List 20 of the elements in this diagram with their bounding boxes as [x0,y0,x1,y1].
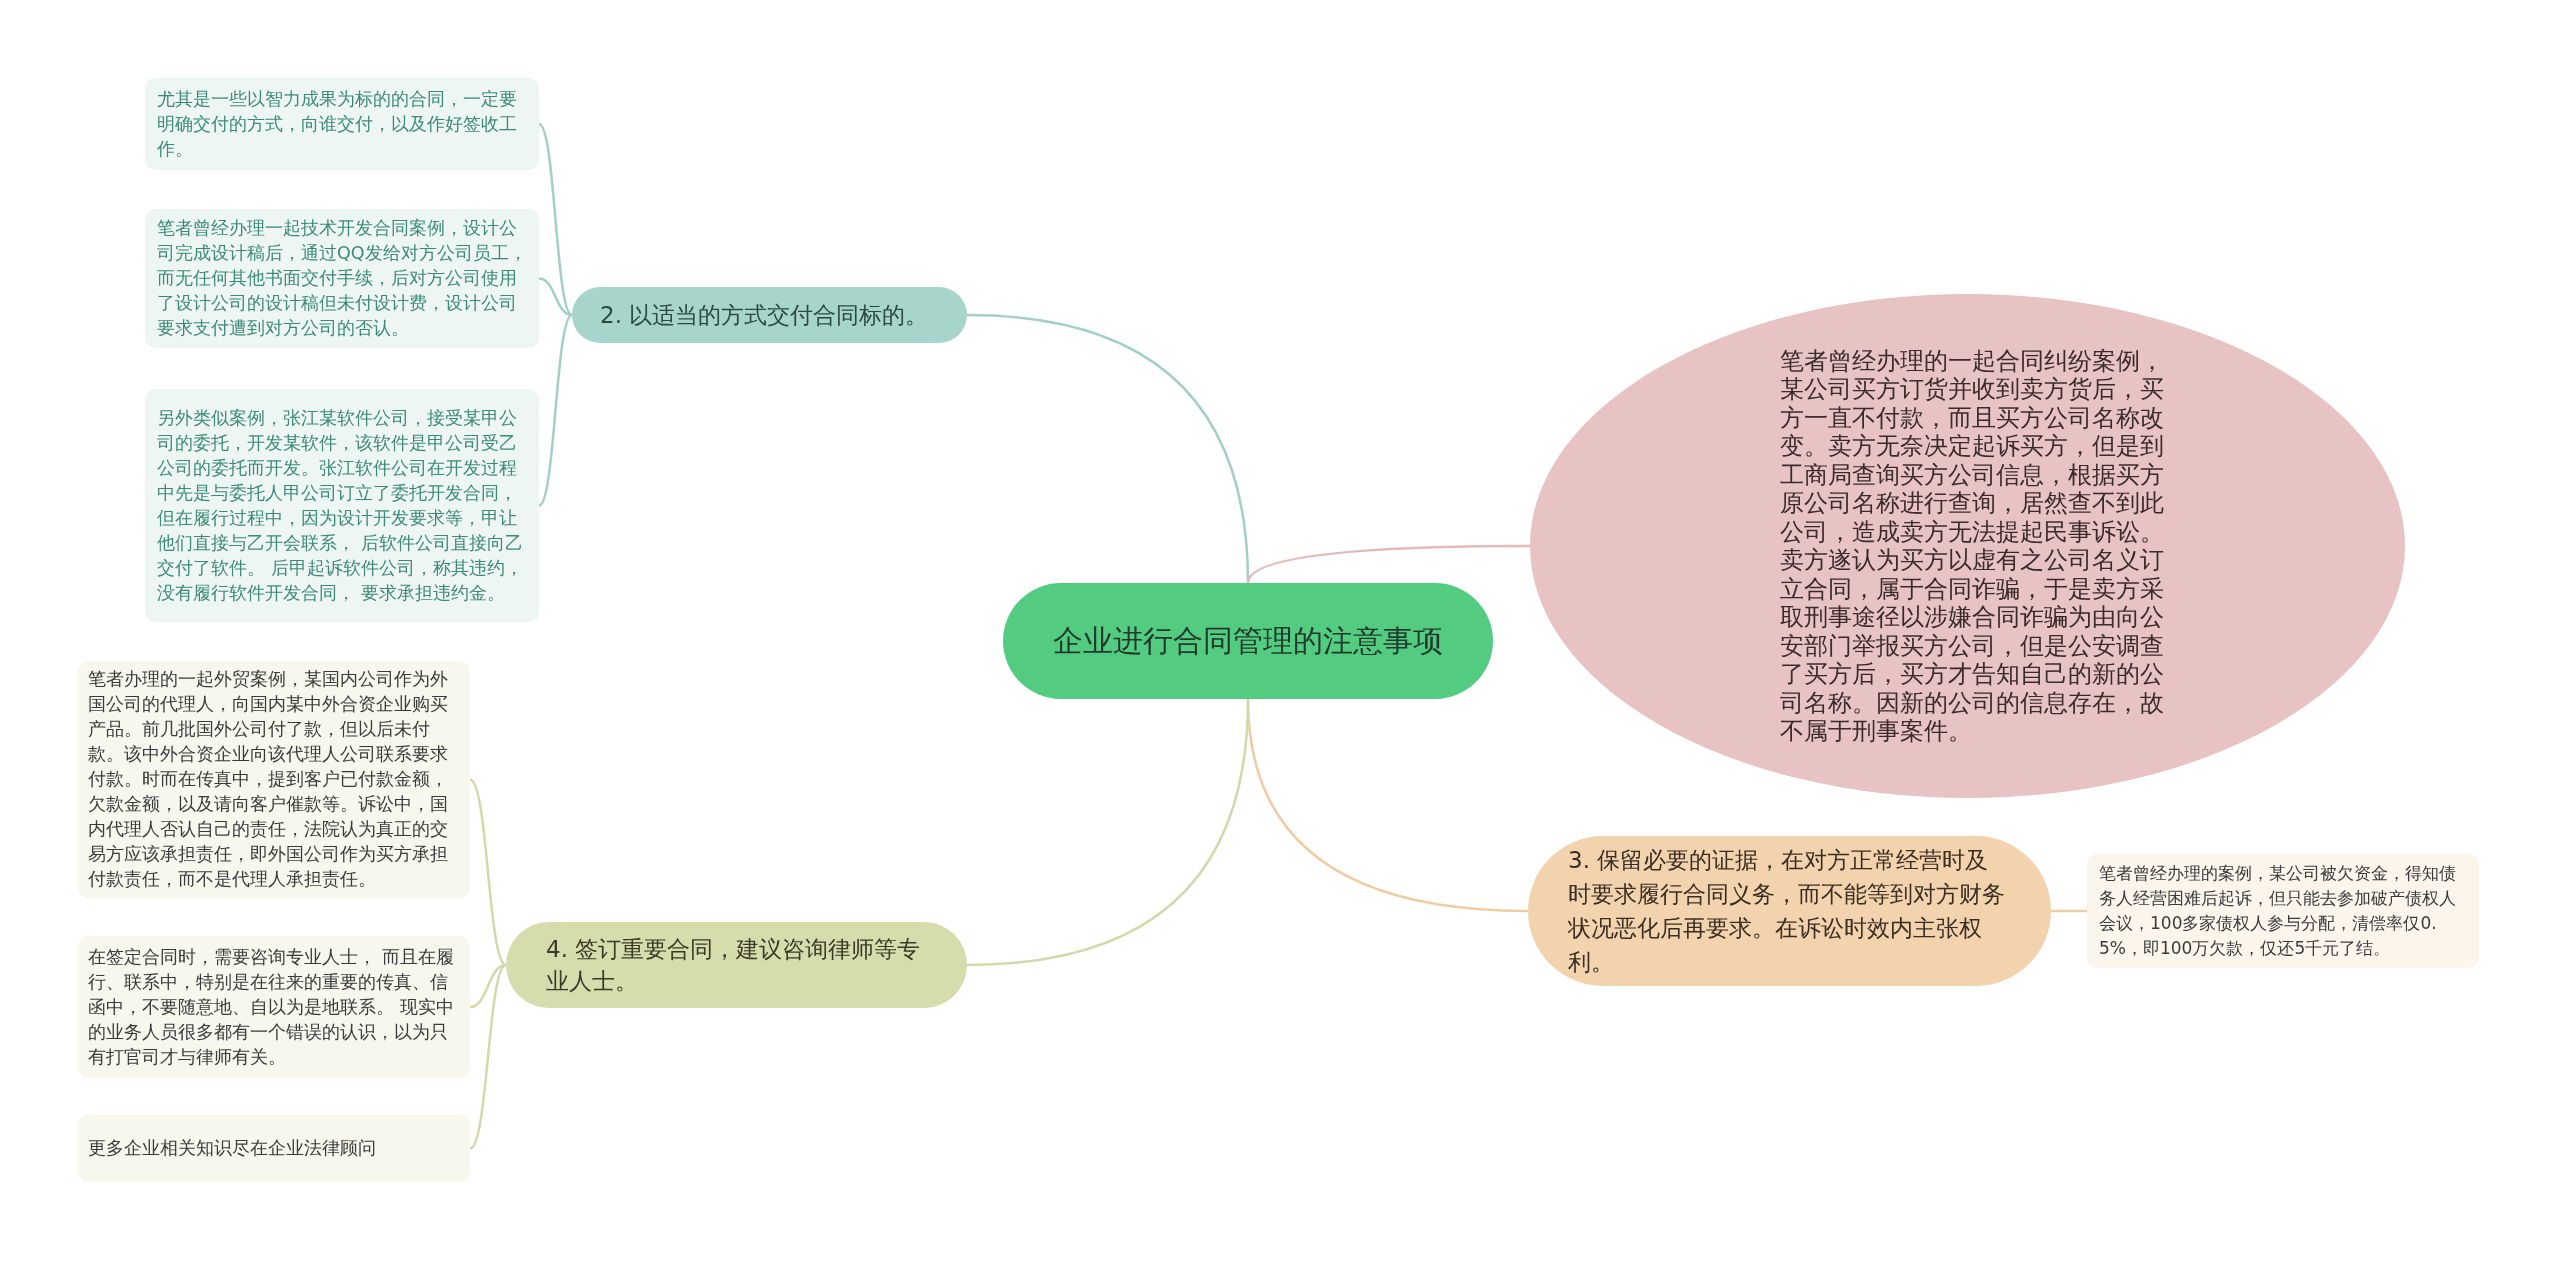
leaf-note: 在签定合同时，需要咨询专业人士， 而且在履行、联系中，特别是在往来的重要的传真、信函中，不要随意地、自以为是地联系。 现实中的业务人员很多都有一个错误的认识，以为只有打官司才与律师有关。 [78,936,470,1078]
connector-line [1246,544,1530,584]
root-topic: 企业进行合同管理的注意事项 [1003,583,1493,699]
branch-topic: 2. 以适当的方式交付合同标的。 [572,287,967,343]
leaf-note: 笔者曾经办理一起技术开发合同案例，设计公司完成设计稿后，通过QQ发给对方公司员工，而无任何其他书面交付手续，后对方公司使用了设计公司的设计稿但未付设计费，设计公司要求支付遭到对方公司的否认。 [145,209,539,348]
leaf-note: 尤其是一些以智力成果为标的的合同，一定要明确交付的方式，向谁交付，以及作好签收工作。 [145,78,539,170]
connector-line [538,314,573,507]
connector-line [469,964,507,1150]
branch-topic: 3. 保留必要的证据，在对方正常经营时及时要求履行合同义务，而不能等到对方财务状况恶化后再要求。在诉讼时效内主张权利。 [1528,836,2051,986]
connector-line [538,123,573,316]
leaf-note: 更多企业相关知识尽在企业法律顾问 [78,1115,470,1182]
leaf-note: 另外类似案例，张江某软件公司，接受某甲公司的委托，开发某软件，该软件是甲公司受乙公司的委托而开发。张江软件公司在开发过程中先是与委托人甲公司订立了委托开发合同，但在履行过程中，因为设计开发要求等，甲让他们直接与乙开会联系， 后软件公司直接向乙交付了软件。 后甲起诉软件公司，称其违约，没有履行软件开发合同， 要求承担违约金。 [145,389,539,622]
leaf-note: 笔者曾经办理的案例，某公司被欠资金，得知债务人经营困难后起诉，但只能去参加破产债权人会议，100多家债权人参与分配，清偿率仅0.5%，即100万欠款，仅还5千元了结。 [2087,854,2479,968]
connector-line [538,277,573,317]
leaf-note: 笔者办理的一起外贸案例，某国内公司作为外国公司的代理人，向国内某中外合资企业购买产品。前几批国外公司付了款，但以后未付款。该中外合资企业向该代理人公司联系要求付款。时而在传真中，提到客户已付款金额，欠款金额，以及请向客户催款等。诉讼中，国内代理人否认自己的责任，法院认为真正的交易方应该承担责任，即外国公司作为买方承担付款责任，而不是代理人承担责任。 [78,661,470,898]
connector-line [966,698,1250,967]
connector-line [2051,909,2087,913]
connector-line [469,778,507,966]
branch-topic: 4. 签订重要合同，建议咨询律师等专业人士。 [506,922,967,1008]
branch-topic: 笔者曾经办理的一起合同纠纷案例，某公司买方订货并收到卖方货后，买方一直不付款，而且买方公司名称改变。卖方无奈决定起诉买方，但是到工商局查询买方公司信息，根据买方原公司名称进行查询，居然查不到此公司，造成卖方无法提起民事诉讼。卖方遂认为买方以虚有之公司名义订立合同，属于合同诈骗，于是卖方采取刑事途径以涉嫌合同诈骗为由向公安部门举报买方公司，但是公安调查了买方后，买方才告知自己的新的公司名称。因新的公司的信息存在，故不属于刑事案件。 [1530,294,2405,798]
